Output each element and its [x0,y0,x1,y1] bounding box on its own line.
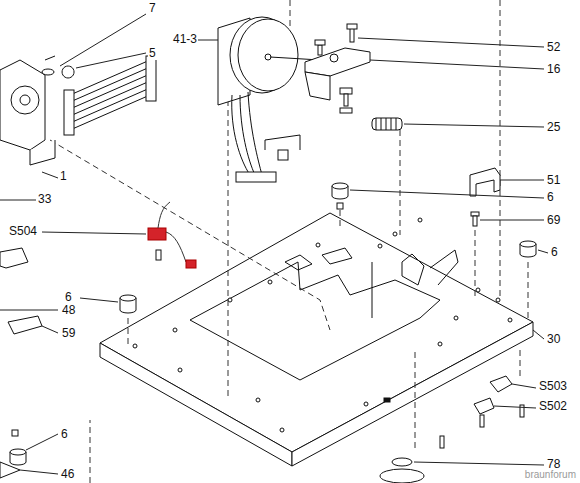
spring [372,118,402,130]
assembly-lines [50,0,528,483]
callout-number: 33 [37,193,52,206]
base-plate [100,213,533,466]
callout-number: 6 [550,246,559,259]
switches [440,376,524,448]
mechanism-1 [0,56,156,165]
callout-number: 5 [148,47,157,60]
callout-number: 6 [64,291,73,304]
left-parts [0,248,42,478]
callout-number: 51 [546,174,561,187]
switch-s504 [148,202,196,268]
watermark: braunforum [524,468,577,481]
bracket-51 [470,168,500,226]
leader-lines [0,14,548,474]
switch-name: S504 [8,225,38,238]
callout-number: 69 [546,214,561,227]
switch-name: S503 [538,380,568,393]
callout-number: 6 [60,428,69,441]
motor [218,17,320,182]
callout-number: 52 [546,41,561,54]
callout-number: 30 [546,333,561,346]
callout-number: 59 [61,327,76,340]
motor-bracket [305,24,370,113]
callout-number: 25 [546,121,561,134]
callout-number: 46 [60,468,75,481]
callout-number: 41-3 [172,33,198,46]
switch-name: S502 [538,400,568,413]
callout-number: 1 [59,170,68,183]
callout-number: 6 [546,191,555,204]
callout-number: 7 [148,2,157,15]
rubber-feet [10,183,536,465]
callout-number: 16 [546,63,561,76]
callout-number: 48 [61,304,76,317]
